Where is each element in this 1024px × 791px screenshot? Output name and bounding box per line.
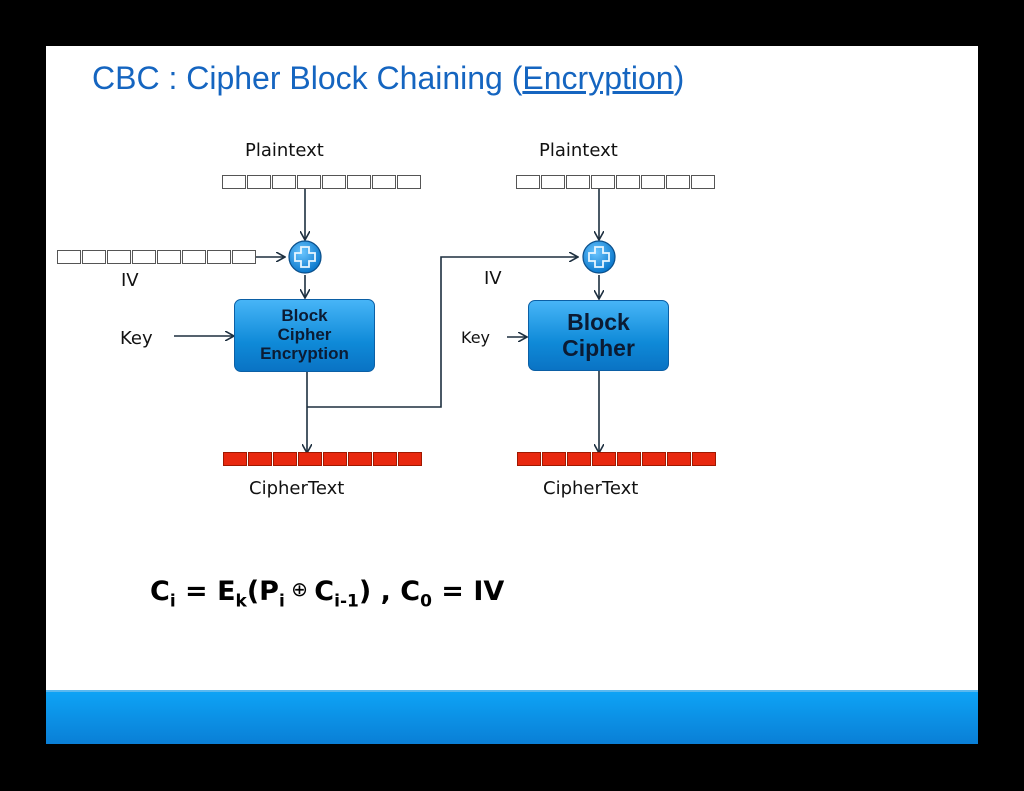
block-cell — [692, 452, 716, 466]
block-cell — [107, 250, 131, 264]
footer-bar — [46, 690, 978, 744]
block-cell — [272, 175, 296, 189]
title-close: ) — [673, 60, 685, 96]
right-box-line-1: Block — [567, 309, 630, 336]
right-plaintext-blocks — [516, 175, 716, 189]
block-cell — [566, 175, 590, 189]
block-cell — [373, 452, 397, 466]
block-cell — [248, 452, 272, 466]
right-iv-label: IV — [484, 268, 502, 289]
slide-title: CBC : Cipher Block Chaining (Encryption) — [92, 60, 684, 97]
chaining-arrow — [307, 257, 577, 408]
left-box-line-2: Cipher — [277, 325, 332, 345]
right-ciphertext-blocks — [517, 452, 717, 466]
block-cell — [132, 250, 156, 264]
formula-sub-im1: i-1 — [334, 591, 359, 612]
formula-open: (P — [246, 576, 279, 607]
block-cell — [298, 452, 322, 466]
block-cell — [592, 452, 616, 466]
right-box-line-2: Cipher — [562, 334, 635, 361]
title-encryption-link[interactable]: Encryption — [522, 60, 674, 96]
left-ciphertext-blocks — [223, 452, 423, 466]
block-cell — [397, 175, 421, 189]
block-cell — [691, 175, 715, 189]
formula-close: ) , C — [358, 576, 421, 607]
block-cell — [666, 175, 690, 189]
block-cell — [157, 250, 181, 264]
block-cell — [297, 175, 321, 189]
formula-eq: = E — [175, 576, 236, 607]
block-cell — [617, 452, 641, 466]
block-cell — [517, 452, 541, 466]
block-cell — [222, 175, 246, 189]
block-cell — [667, 452, 691, 466]
block-cell — [616, 175, 640, 189]
block-cell — [541, 175, 565, 189]
right-ciphertext-label: CipherText — [543, 478, 639, 499]
formula-end: = IV — [431, 576, 505, 607]
block-cell — [322, 175, 346, 189]
right-plaintext-label: Plaintext — [539, 140, 618, 161]
formula-sub-i: i — [169, 591, 176, 612]
left-box-line-1: Block — [281, 306, 328, 326]
right-key-label: Key — [461, 328, 491, 347]
slide: CBC : Cipher Block Chaining (Encryption) — [46, 46, 978, 744]
block-cell — [347, 175, 371, 189]
block-cell — [273, 452, 297, 466]
left-plaintext-label: Plaintext — [245, 140, 324, 161]
left-block-cipher-encryption-box: Block Cipher Encryption — [234, 299, 375, 372]
block-cell — [398, 452, 422, 466]
block-cell — [516, 175, 540, 189]
diagram-connectors — [174, 189, 616, 744]
left-iv-label: IV — [121, 270, 139, 291]
block-cell — [323, 452, 347, 466]
title-main: CBC : Cipher Block Chaining ( — [92, 60, 523, 96]
block-cell — [82, 250, 106, 264]
formula-c2: C — [314, 576, 335, 607]
left-ciphertext-label: CipherText — [249, 478, 345, 499]
block-cell — [207, 250, 231, 264]
left-xor-icon — [288, 240, 322, 274]
formula-c: C — [150, 576, 170, 607]
left-iv-blocks — [57, 250, 257, 264]
left-box-line-3: Encryption — [260, 343, 349, 363]
block-cell — [348, 452, 372, 466]
block-cell — [223, 452, 247, 466]
block-cell — [247, 175, 271, 189]
block-cell — [567, 452, 591, 466]
block-cell — [57, 250, 81, 264]
block-cell — [182, 250, 206, 264]
formula-sub-i2: i — [278, 591, 285, 612]
block-cell — [232, 250, 256, 264]
cbc-formula: Ci = Ek(Pi ⊕ Ci-1) , C0 = IV — [150, 576, 504, 611]
block-cell — [542, 452, 566, 466]
block-cell — [591, 175, 615, 189]
block-cell — [642, 452, 666, 466]
block-cell — [641, 175, 665, 189]
formula-sub-k: k — [235, 591, 247, 612]
right-block-cipher-box: Block Cipher — [528, 300, 669, 371]
left-key-label: Key — [120, 328, 153, 349]
formula-oplus: ⊕ — [284, 577, 315, 601]
left-plaintext-blocks — [222, 175, 422, 189]
block-cell — [372, 175, 396, 189]
formula-sub-zero: 0 — [420, 591, 432, 612]
right-xor-icon — [582, 240, 616, 274]
